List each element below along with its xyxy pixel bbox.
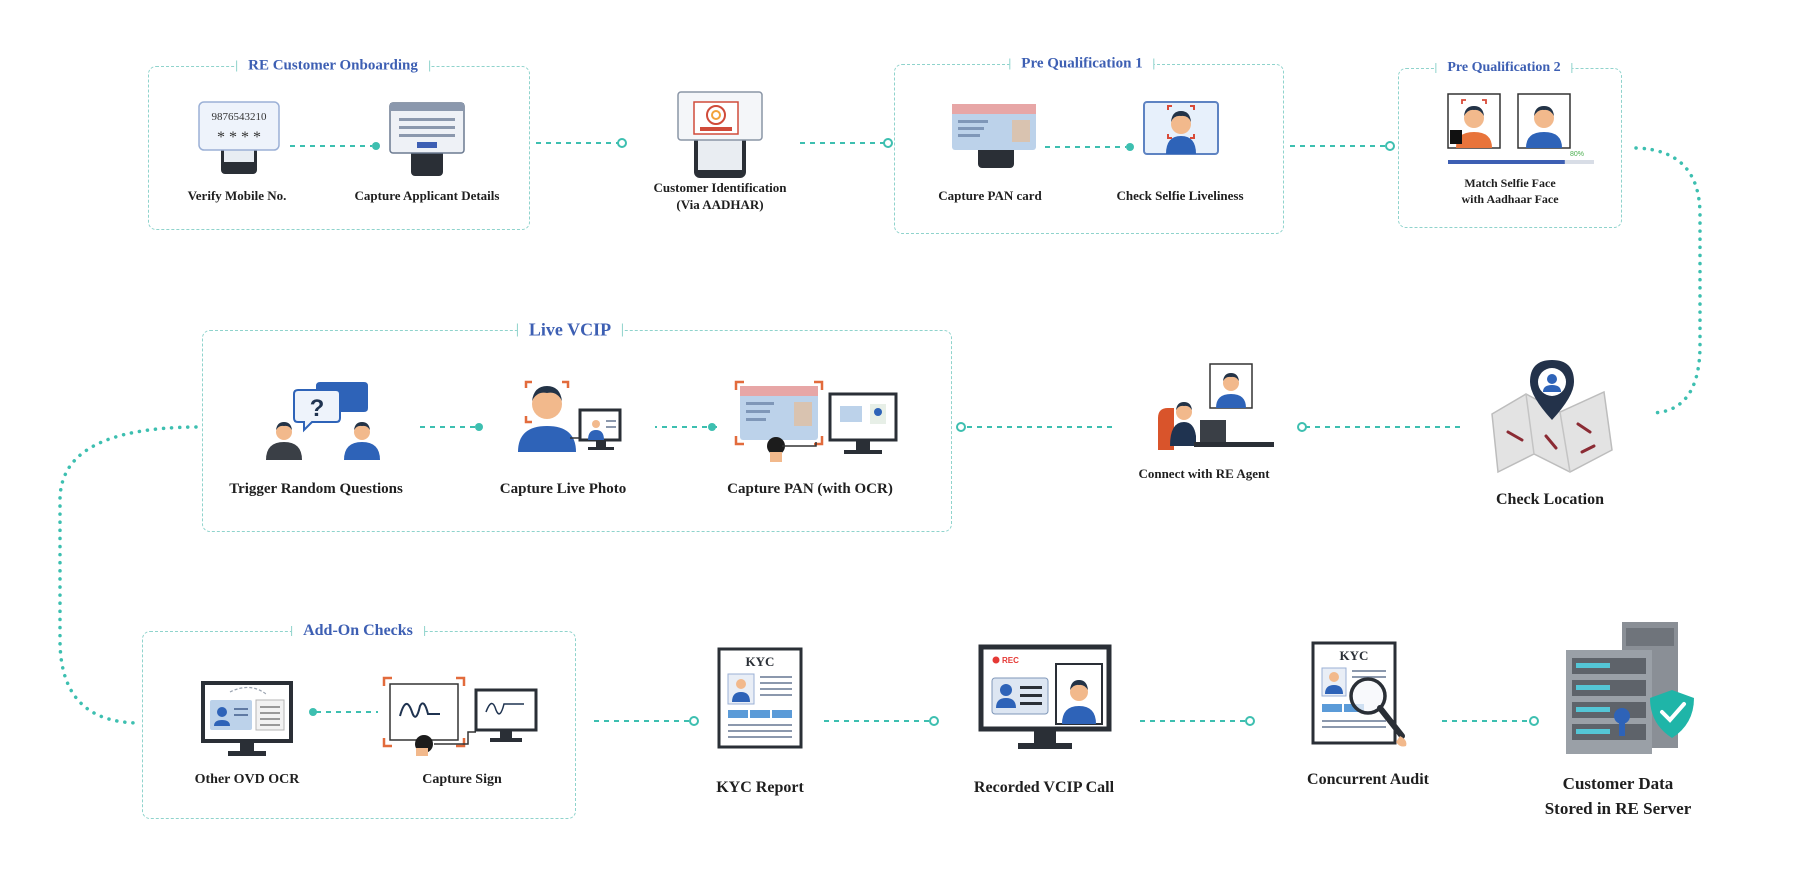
- connector-dot: [475, 423, 483, 431]
- other-ovd-ocr-label: Other OVD OCR: [194, 772, 300, 787]
- match-face-line2: with Aadhaar Face: [1461, 191, 1559, 206]
- pan-ocr-icon: [734, 380, 898, 462]
- pan-card-phone-icon: [952, 104, 1036, 168]
- group-onboarding-title: RE Customer Onboarding: [236, 57, 430, 75]
- question-chat-icon: ?: [266, 382, 380, 460]
- group-prequal2-title: Pre Qualification 2: [1435, 60, 1573, 76]
- verify-mobile-label: Verify Mobile No.: [187, 188, 287, 203]
- connector-end: [1385, 141, 1395, 151]
- server-shield-icon: [1566, 622, 1694, 754]
- connector-prequal2-location: [1634, 146, 1702, 415]
- otp-pin-text: * * * *: [217, 129, 261, 146]
- connect-agent-label: Connect with RE Agent: [1138, 466, 1270, 481]
- group-prequal1-title: Pre Qualification 1: [1009, 55, 1156, 73]
- selfie-scan-icon: [1143, 101, 1219, 155]
- connector-end: [1297, 422, 1307, 432]
- map-pin-icon: [1491, 360, 1613, 474]
- customer-identification-label: Customer Identification (Via AADHAR): [653, 180, 786, 214]
- customer-identification-line2: (Via AADHAR): [676, 196, 764, 212]
- audit-magnifier-icon: KYC: [1311, 641, 1407, 747]
- face-match-icon: 80%: [1447, 93, 1594, 164]
- connector-end: [617, 138, 627, 148]
- kyc-doc-title: KYC: [746, 654, 775, 669]
- mobile-otp-icon: 9876543210 * * * *: [198, 101, 280, 174]
- concurrent-audit-label: Concurrent Audit: [1307, 771, 1429, 788]
- question-mark-glyph: ?: [310, 395, 325, 422]
- customer-identification-line1: Customer Identification: [653, 180, 787, 195]
- check-location-label: Check Location: [1496, 491, 1604, 508]
- connector-end: [1529, 716, 1539, 726]
- capture-details-label: Capture Applicant Details: [354, 188, 500, 203]
- rec-indicator-text: REC: [1002, 656, 1019, 665]
- match-face-line1: Match Selfie Face: [1464, 176, 1556, 190]
- live-photo-icon: [518, 380, 622, 452]
- random-questions-label: Trigger Random Questions: [229, 481, 403, 497]
- connector-vcip-addon: [58, 425, 198, 725]
- recorded-call-icon: REC: [978, 644, 1112, 749]
- match-face-label: Match Selfie Face with Aadhaar Face: [1461, 176, 1558, 207]
- capture-pan-card-label: Capture PAN card: [938, 188, 1042, 203]
- match-percent-text: 80%: [1570, 151, 1584, 158]
- data-stored-line2: Stored in RE Server: [1544, 798, 1692, 818]
- kyc-report-label: KYC Report: [716, 779, 804, 796]
- connector-dot: [372, 142, 380, 150]
- agent-desk-icon: [1158, 363, 1274, 450]
- check-selfie-label: Check Selfie Liveliness: [1116, 188, 1244, 203]
- ovd-monitor-icon: [201, 681, 293, 756]
- phone-number-text: 9876543210: [212, 111, 268, 123]
- connector-end: [689, 716, 699, 726]
- group-addon-title: Add-On Checks: [291, 622, 425, 640]
- connector-dot: [708, 423, 716, 431]
- capture-live-photo-label: Capture Live Photo: [499, 481, 627, 497]
- connector-end: [883, 138, 893, 148]
- data-stored-label: Customer Data Stored in RE Server: [1545, 772, 1692, 821]
- audit-doc-title: KYC: [1340, 648, 1369, 663]
- group-live-vcip-title: Live VCIP: [516, 319, 624, 341]
- kyc-document-icon: KYC: [717, 647, 803, 749]
- recorded-call-label: Recorded VCIP Call: [973, 779, 1115, 796]
- capture-pan-ocr-label: Capture PAN (with OCR): [727, 481, 893, 497]
- match-progress-fill: [1448, 160, 1565, 164]
- connector-end: [929, 716, 939, 726]
- aadhaar-phone-icon: [677, 91, 763, 178]
- connector-end: [1245, 716, 1255, 726]
- connector-end: [956, 422, 966, 432]
- signature-icon: [382, 676, 538, 756]
- form-screen-icon: [389, 102, 465, 176]
- connector-dot: [1126, 143, 1134, 151]
- capture-sign-label: Capture Sign: [422, 772, 502, 787]
- data-stored-line1: Customer Data: [1562, 774, 1674, 793]
- connector-dot: [309, 708, 317, 716]
